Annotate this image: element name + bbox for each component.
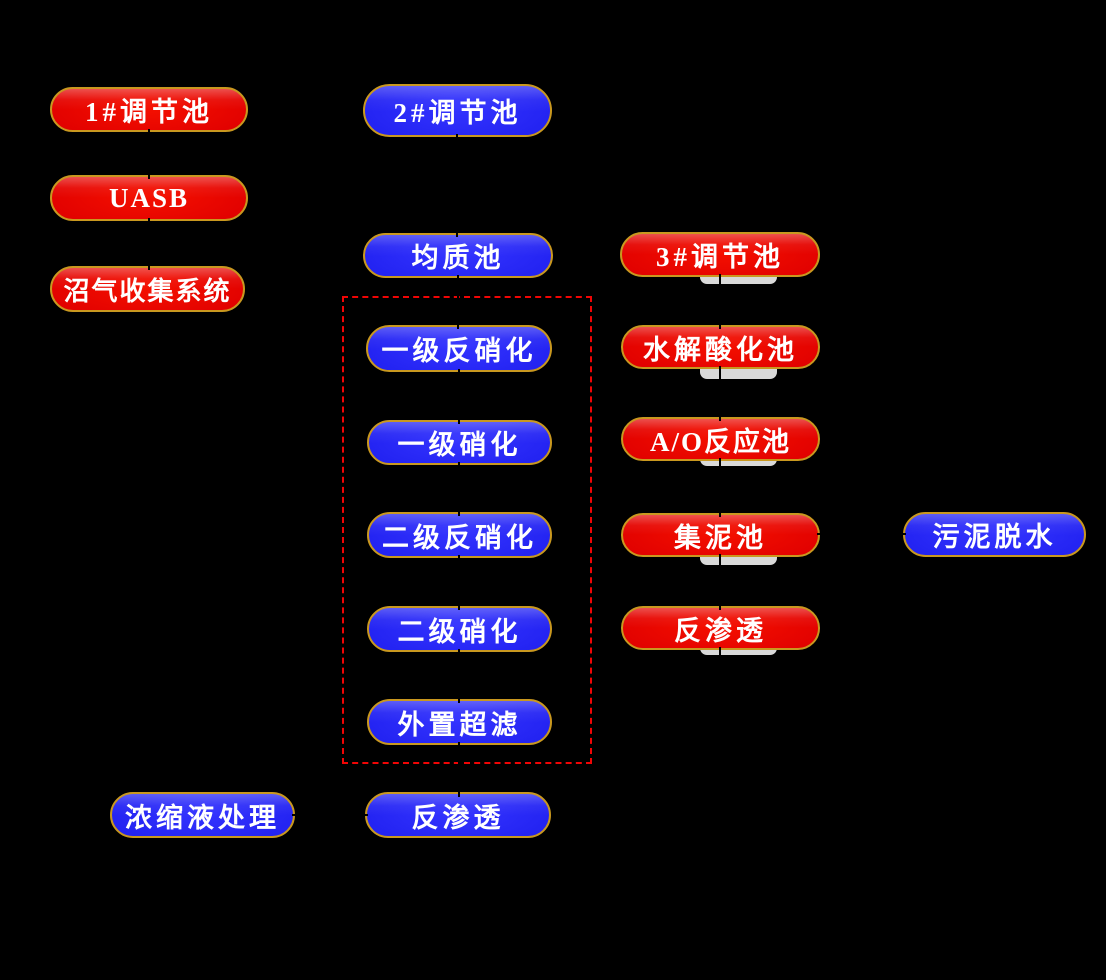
node-hydrolysis-acidification-tank: 水解酸化池 xyxy=(621,325,820,369)
connector-vertical xyxy=(458,369,460,424)
connector-vertical xyxy=(719,366,721,421)
connector-horizontal xyxy=(817,533,906,535)
connector-vertical xyxy=(719,274,721,329)
node-external-ultrafiltration: 外置超滤 xyxy=(367,699,552,745)
connector-horizontal xyxy=(292,814,368,816)
node-ao-reaction-tank: A/O反应池 xyxy=(621,417,820,461)
node-regulating-tank-3: 3#调节池 xyxy=(620,232,820,277)
connector-vertical xyxy=(458,462,460,516)
connector-vertical xyxy=(719,647,721,656)
node-regulating-tank-1: 1#调节池 xyxy=(50,87,248,132)
connector-vertical xyxy=(458,555,460,610)
connector-vertical xyxy=(456,134,458,237)
node-secondary-denitrification: 二级反硝化 xyxy=(367,512,552,558)
node-biogas-collection-system: 沼气收集系统 xyxy=(50,266,245,312)
connector-vertical xyxy=(148,218,150,270)
node-sludge-collection-tank: 集泥池 xyxy=(621,513,820,557)
connector-vertical xyxy=(458,742,460,797)
connector-vertical xyxy=(719,458,721,517)
node-sludge-dewatering: 污泥脱水 xyxy=(903,512,1086,557)
node-regulating-tank-2: 2#调节池 xyxy=(363,84,552,137)
node-uasb: UASB xyxy=(50,175,248,221)
node-reverse-osmosis-bottom: 反渗透 xyxy=(365,792,551,838)
connector-vertical xyxy=(457,275,459,329)
connector-vertical xyxy=(719,554,721,610)
node-homogenizing-tank: 均质池 xyxy=(363,233,553,278)
connector-vertical xyxy=(148,129,150,179)
process-group-outline xyxy=(342,296,592,764)
node-reverse-osmosis-right: 反渗透 xyxy=(621,606,820,650)
node-concentrate-treatment: 浓缩液处理 xyxy=(110,792,295,838)
node-primary-nitrification: 一级硝化 xyxy=(367,420,552,465)
node-secondary-nitrification: 二级硝化 xyxy=(367,606,552,652)
connector-vertical xyxy=(458,649,460,703)
node-primary-denitrification: 一级反硝化 xyxy=(366,325,552,372)
